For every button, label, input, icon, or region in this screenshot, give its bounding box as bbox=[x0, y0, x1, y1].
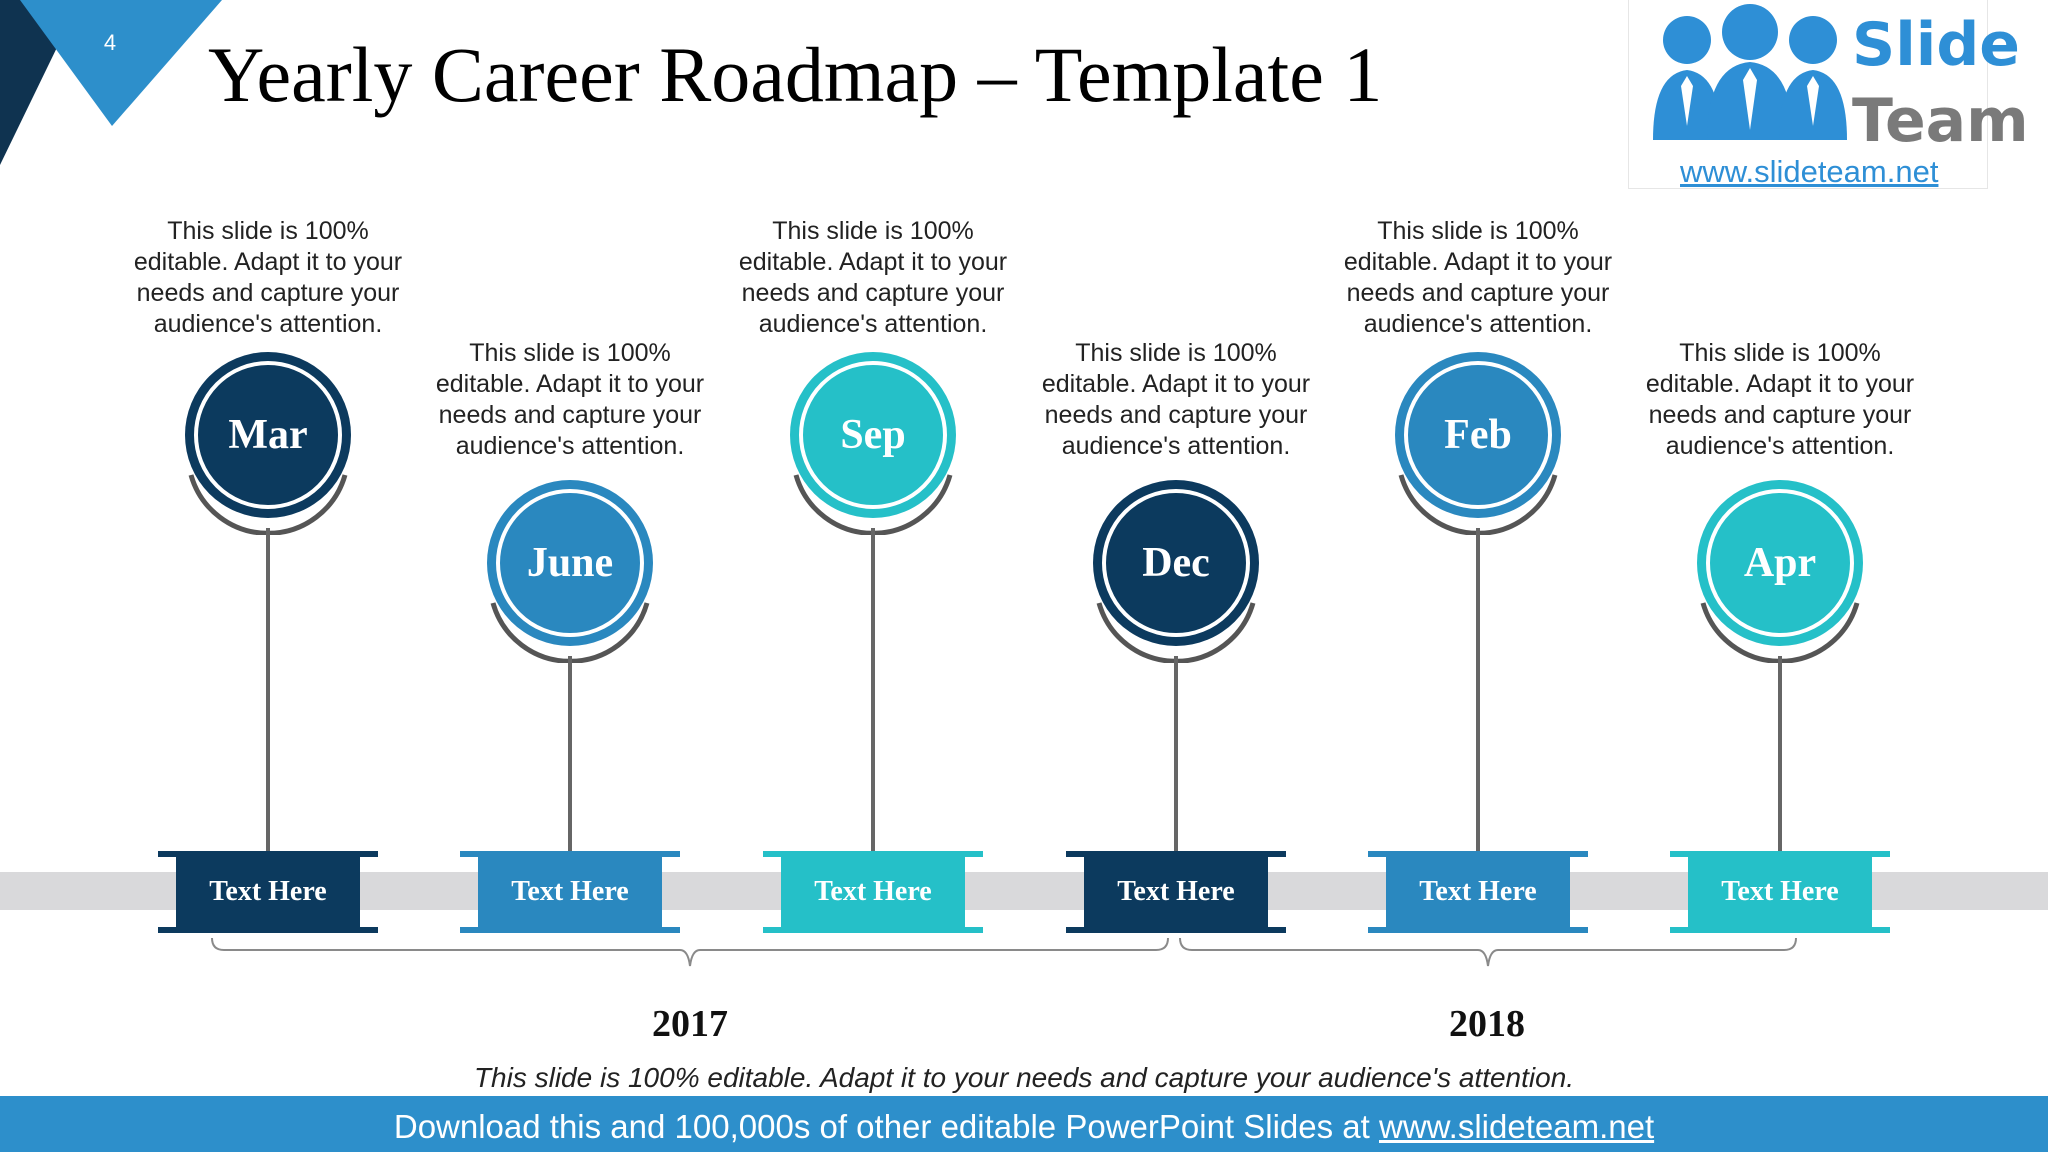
milestone-box: Text Here bbox=[763, 851, 983, 933]
milestone-box: Text Here bbox=[158, 851, 378, 933]
people-icon bbox=[1653, 4, 1847, 140]
milestone-description: This slide is 100% editable. Adapt it to… bbox=[738, 217, 1008, 338]
milestone-description: This slide is 100% editable. Adapt it to… bbox=[435, 339, 705, 460]
footer-text: Download this and 100,000s of other edit… bbox=[0, 1108, 2048, 1146]
footer-bar bbox=[0, 1096, 2048, 1152]
logo-word-team: Team bbox=[1852, 86, 2029, 156]
year-brace-2018 bbox=[1179, 937, 1797, 967]
milestone-box: Text Here bbox=[1368, 851, 1588, 933]
milestone-month: Feb bbox=[1444, 412, 1512, 458]
milestone-box-label: Text Here bbox=[478, 851, 662, 933]
milestone-box-label: Text Here bbox=[176, 851, 360, 933]
year-label-2018: 2018 bbox=[1449, 1003, 1525, 1045]
milestone-box-label: Text Here bbox=[1084, 851, 1268, 933]
milestone-month: Sep bbox=[840, 412, 906, 458]
milestone-box-label: Text Here bbox=[781, 851, 965, 933]
slide-number: 4 bbox=[103, 30, 117, 55]
milestone-circle bbox=[1093, 480, 1259, 663]
footer-link[interactable]: www.slideteam.net bbox=[1379, 1108, 1655, 1145]
milestone-description: This slide is 100% editable. Adapt it to… bbox=[1041, 339, 1311, 460]
milestone-stem bbox=[266, 528, 270, 851]
page-title: Yearly Career Roadmap – Template 1 bbox=[208, 31, 1383, 118]
milestone-stem bbox=[1476, 528, 1480, 851]
milestone-month: Mar bbox=[228, 412, 308, 458]
milestone-box: Text Here bbox=[460, 851, 680, 933]
milestone-circle bbox=[790, 352, 956, 535]
milestone-stem bbox=[1174, 656, 1178, 851]
milestone-box-label: Text Here bbox=[1386, 851, 1570, 933]
milestone-month: June bbox=[526, 540, 614, 586]
milestone-circle bbox=[1395, 352, 1561, 535]
milestone-description: This slide is 100% editable. Adapt it to… bbox=[1645, 339, 1915, 460]
milestone-month: Apr bbox=[1743, 540, 1817, 586]
milestone-description: This slide is 100% editable. Adapt it to… bbox=[133, 217, 403, 338]
milestone-month: Dec bbox=[1142, 540, 1210, 586]
year-brace-2017 bbox=[211, 937, 1169, 967]
milestone-box-label: Text Here bbox=[1688, 851, 1872, 933]
year-label-2017: 2017 bbox=[652, 1003, 728, 1045]
milestone-stem bbox=[1778, 656, 1782, 851]
milestone-stem bbox=[871, 528, 875, 851]
milestone-stem bbox=[568, 656, 572, 851]
logo-url-link[interactable]: www.slideteam.net bbox=[1680, 154, 1939, 189]
milestone-box: Text Here bbox=[1670, 851, 1890, 933]
logo-word-slide: Slide bbox=[1852, 10, 2020, 80]
footer-note: This slide is 100% editable. Adapt it to… bbox=[473, 1062, 1575, 1093]
corner-decoration bbox=[0, 0, 222, 165]
footer-text-main: Download this and 100,000s of other edit… bbox=[393, 1108, 1379, 1145]
milestone-description: This slide is 100% editable. Adapt it to… bbox=[1343, 217, 1613, 338]
milestone-box: Text Here bbox=[1066, 851, 1286, 933]
